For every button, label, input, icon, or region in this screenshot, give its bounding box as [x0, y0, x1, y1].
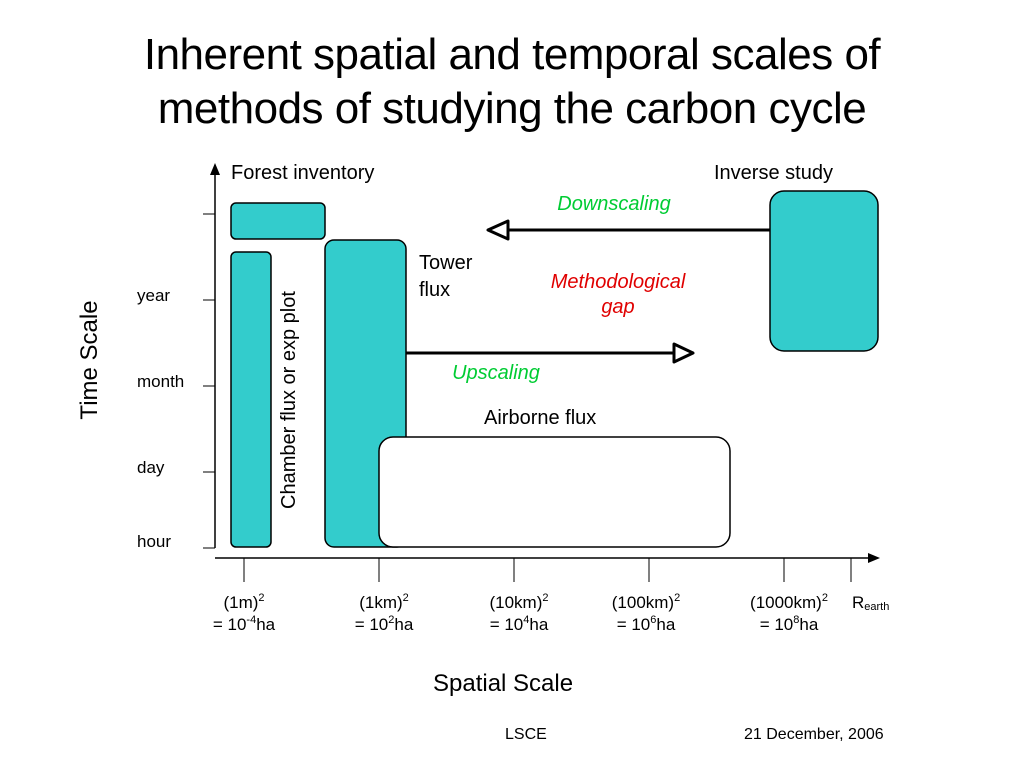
upscaling-arrowhead — [672, 342, 695, 364]
x-tick-label-10km: (10km)2 = 104ha — [489, 592, 549, 635]
downscaling-label: Downscaling — [557, 193, 671, 215]
chamber-flux-box — [230, 251, 272, 548]
forest-inventory-label: Forest inventory — [231, 162, 375, 184]
y-tick-label-hour: hour — [137, 532, 172, 551]
y-tick-label-day: day — [137, 458, 165, 477]
y-tick-label-month: month — [137, 372, 185, 391]
chamber-flux-label: Chamber flux or exp plot — [278, 291, 300, 509]
upscaling-label: Upscaling — [452, 362, 540, 384]
x-tick-label-1km: (1km)2 = 102ha — [354, 592, 414, 635]
x-axis-title: Spatial Scale — [433, 670, 574, 697]
inverse-study-label: Inverse study — [714, 162, 833, 184]
inverse-study-box — [769, 190, 879, 352]
methodological-gap-label-line-1: Methodological — [550, 271, 686, 293]
y-axis-arrowhead — [210, 163, 220, 175]
methodological-gap-label: Methodological gap — [508, 270, 728, 320]
tower-flux-label-line-2: flux — [419, 279, 451, 301]
x-axis-arrowhead — [868, 553, 880, 563]
x-tick-label-1m: (1m)2 = 10-4ha — [212, 592, 276, 635]
methodological-gap-label-line-2: gap — [601, 296, 635, 318]
y-axis-title: Time Scale — [76, 300, 103, 420]
slide-title: Inherent spatial and temporal scales of … — [0, 28, 1024, 136]
x-tick-label-1000km: (1000km)2 = 108ha — [750, 592, 828, 635]
forest-inventory-box — [230, 202, 326, 240]
slide-title-line-1: Inherent spatial and temporal scales of — [143, 30, 881, 79]
footer-org: LSCE — [505, 726, 547, 743]
airborne-flux-label: Airborne flux — [484, 407, 597, 429]
tower-flux-label-line-1: Tower — [419, 252, 473, 274]
x-tick-label-100km: (100km)2 = 106ha — [611, 592, 681, 635]
slide-title-line-2: methods of studying the carbon cycle — [157, 84, 867, 133]
tower-flux-label: Tower flux — [419, 250, 472, 304]
airborne-flux-box — [378, 436, 731, 548]
x-tick-label-r-earth: Rearth — [852, 593, 890, 613]
downscaling-arrowhead — [486, 219, 510, 241]
footer-date: 21 December, 2006 — [744, 726, 884, 743]
y-tick-label-year: year — [137, 286, 171, 305]
